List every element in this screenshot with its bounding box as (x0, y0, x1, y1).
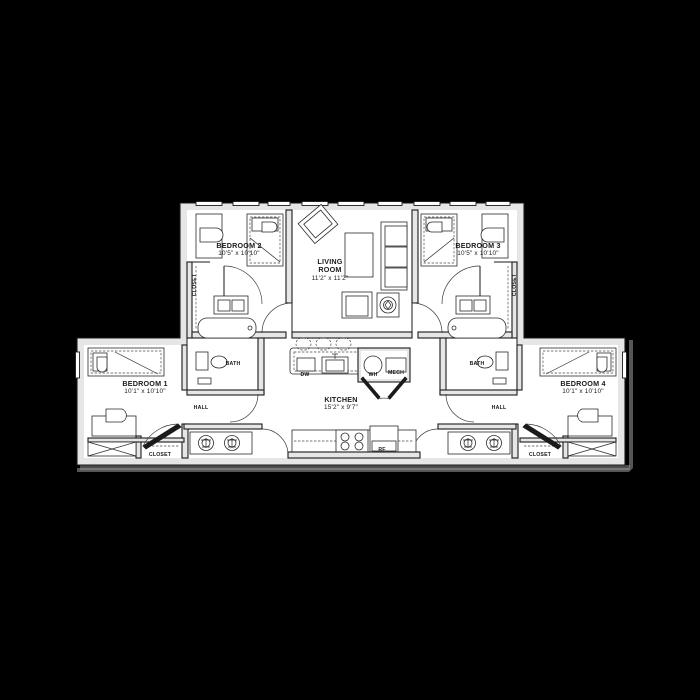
room-living-room (261, 203, 443, 339)
room-name: BEDROOM 3 (455, 241, 501, 251)
appliance-label-text: WH (368, 371, 378, 378)
room-label-closet-bed4: CLOSET (528, 452, 552, 459)
room-dimensions: 10'5" x 10'10" (457, 250, 499, 258)
washer-right (460, 435, 476, 451)
room-name: BEDROOM 2 (216, 241, 262, 251)
bar-stools (295, 337, 352, 351)
room-label-bath-left: BATH (225, 361, 241, 368)
room-name: CLOSET (528, 452, 552, 459)
hall-right (411, 423, 519, 459)
appliance-label-mechanical: MECH (388, 361, 404, 379)
room-bath-left (186, 317, 265, 423)
room-name: BEDROOM 1 (122, 379, 168, 389)
room-name: BATH (469, 361, 485, 368)
dryer-right (486, 435, 502, 451)
washer (198, 435, 214, 451)
appliance-label-text: DW (300, 371, 310, 378)
appliance-label-water-heater: WH (368, 363, 377, 381)
room-name: BEDROOM 4 (560, 379, 606, 389)
room-dimensions: 10'1" x 10'10" (124, 388, 166, 396)
room-label-hall-right: HALL (491, 405, 507, 412)
closet-label-text: CLOSET (511, 273, 518, 297)
room-dimensions: 10'5" x 10'10" (218, 250, 260, 258)
room-dimensions: 11'2" x 11'2" (311, 274, 349, 282)
appliance-label-text: RF (378, 446, 386, 453)
room-name: HALL (193, 405, 209, 412)
bed-bedroom-3 (420, 213, 458, 267)
closet-label-closet-bed3: CLOSET (503, 274, 521, 296)
room-bedroom-4 (516, 344, 617, 459)
room-dimensions: 10'1" x 10'10" (562, 388, 604, 396)
room-label-closet-bed1: CLOSET (148, 452, 172, 459)
mechanical-closet (357, 347, 411, 400)
appliance-label-dishwasher: DW (300, 363, 309, 381)
bed-bedroom-2 (246, 213, 284, 267)
hall-left (181, 423, 289, 459)
room-dimensions: 15'2" x 9'7" (324, 404, 358, 412)
windows-wings (75, 351, 627, 379)
closet-label-text: CLOSET (191, 273, 198, 297)
room-name: HALL (491, 405, 507, 412)
sofa (380, 221, 408, 291)
appliance-label-text: MECH (387, 369, 405, 376)
bed-bedroom-4 (539, 347, 617, 377)
armchair (341, 291, 373, 319)
room-label-bath-right: BATH (469, 361, 485, 368)
dryer (224, 435, 240, 451)
room-label-hall-left: HALL (193, 405, 209, 412)
windows-top (195, 201, 511, 206)
appliance-label-refrigerator: RF (378, 438, 385, 456)
room-kitchen (287, 337, 421, 459)
room-bedroom-1 (87, 344, 188, 459)
room-name: KITCHEN (324, 395, 358, 405)
closet-label-closet-bed2: CLOSET (183, 274, 201, 296)
room-name: BATH (225, 361, 241, 368)
room-bath-right (439, 317, 518, 423)
room-name: CLOSET (148, 452, 172, 459)
bed-bedroom-1 (87, 347, 165, 377)
